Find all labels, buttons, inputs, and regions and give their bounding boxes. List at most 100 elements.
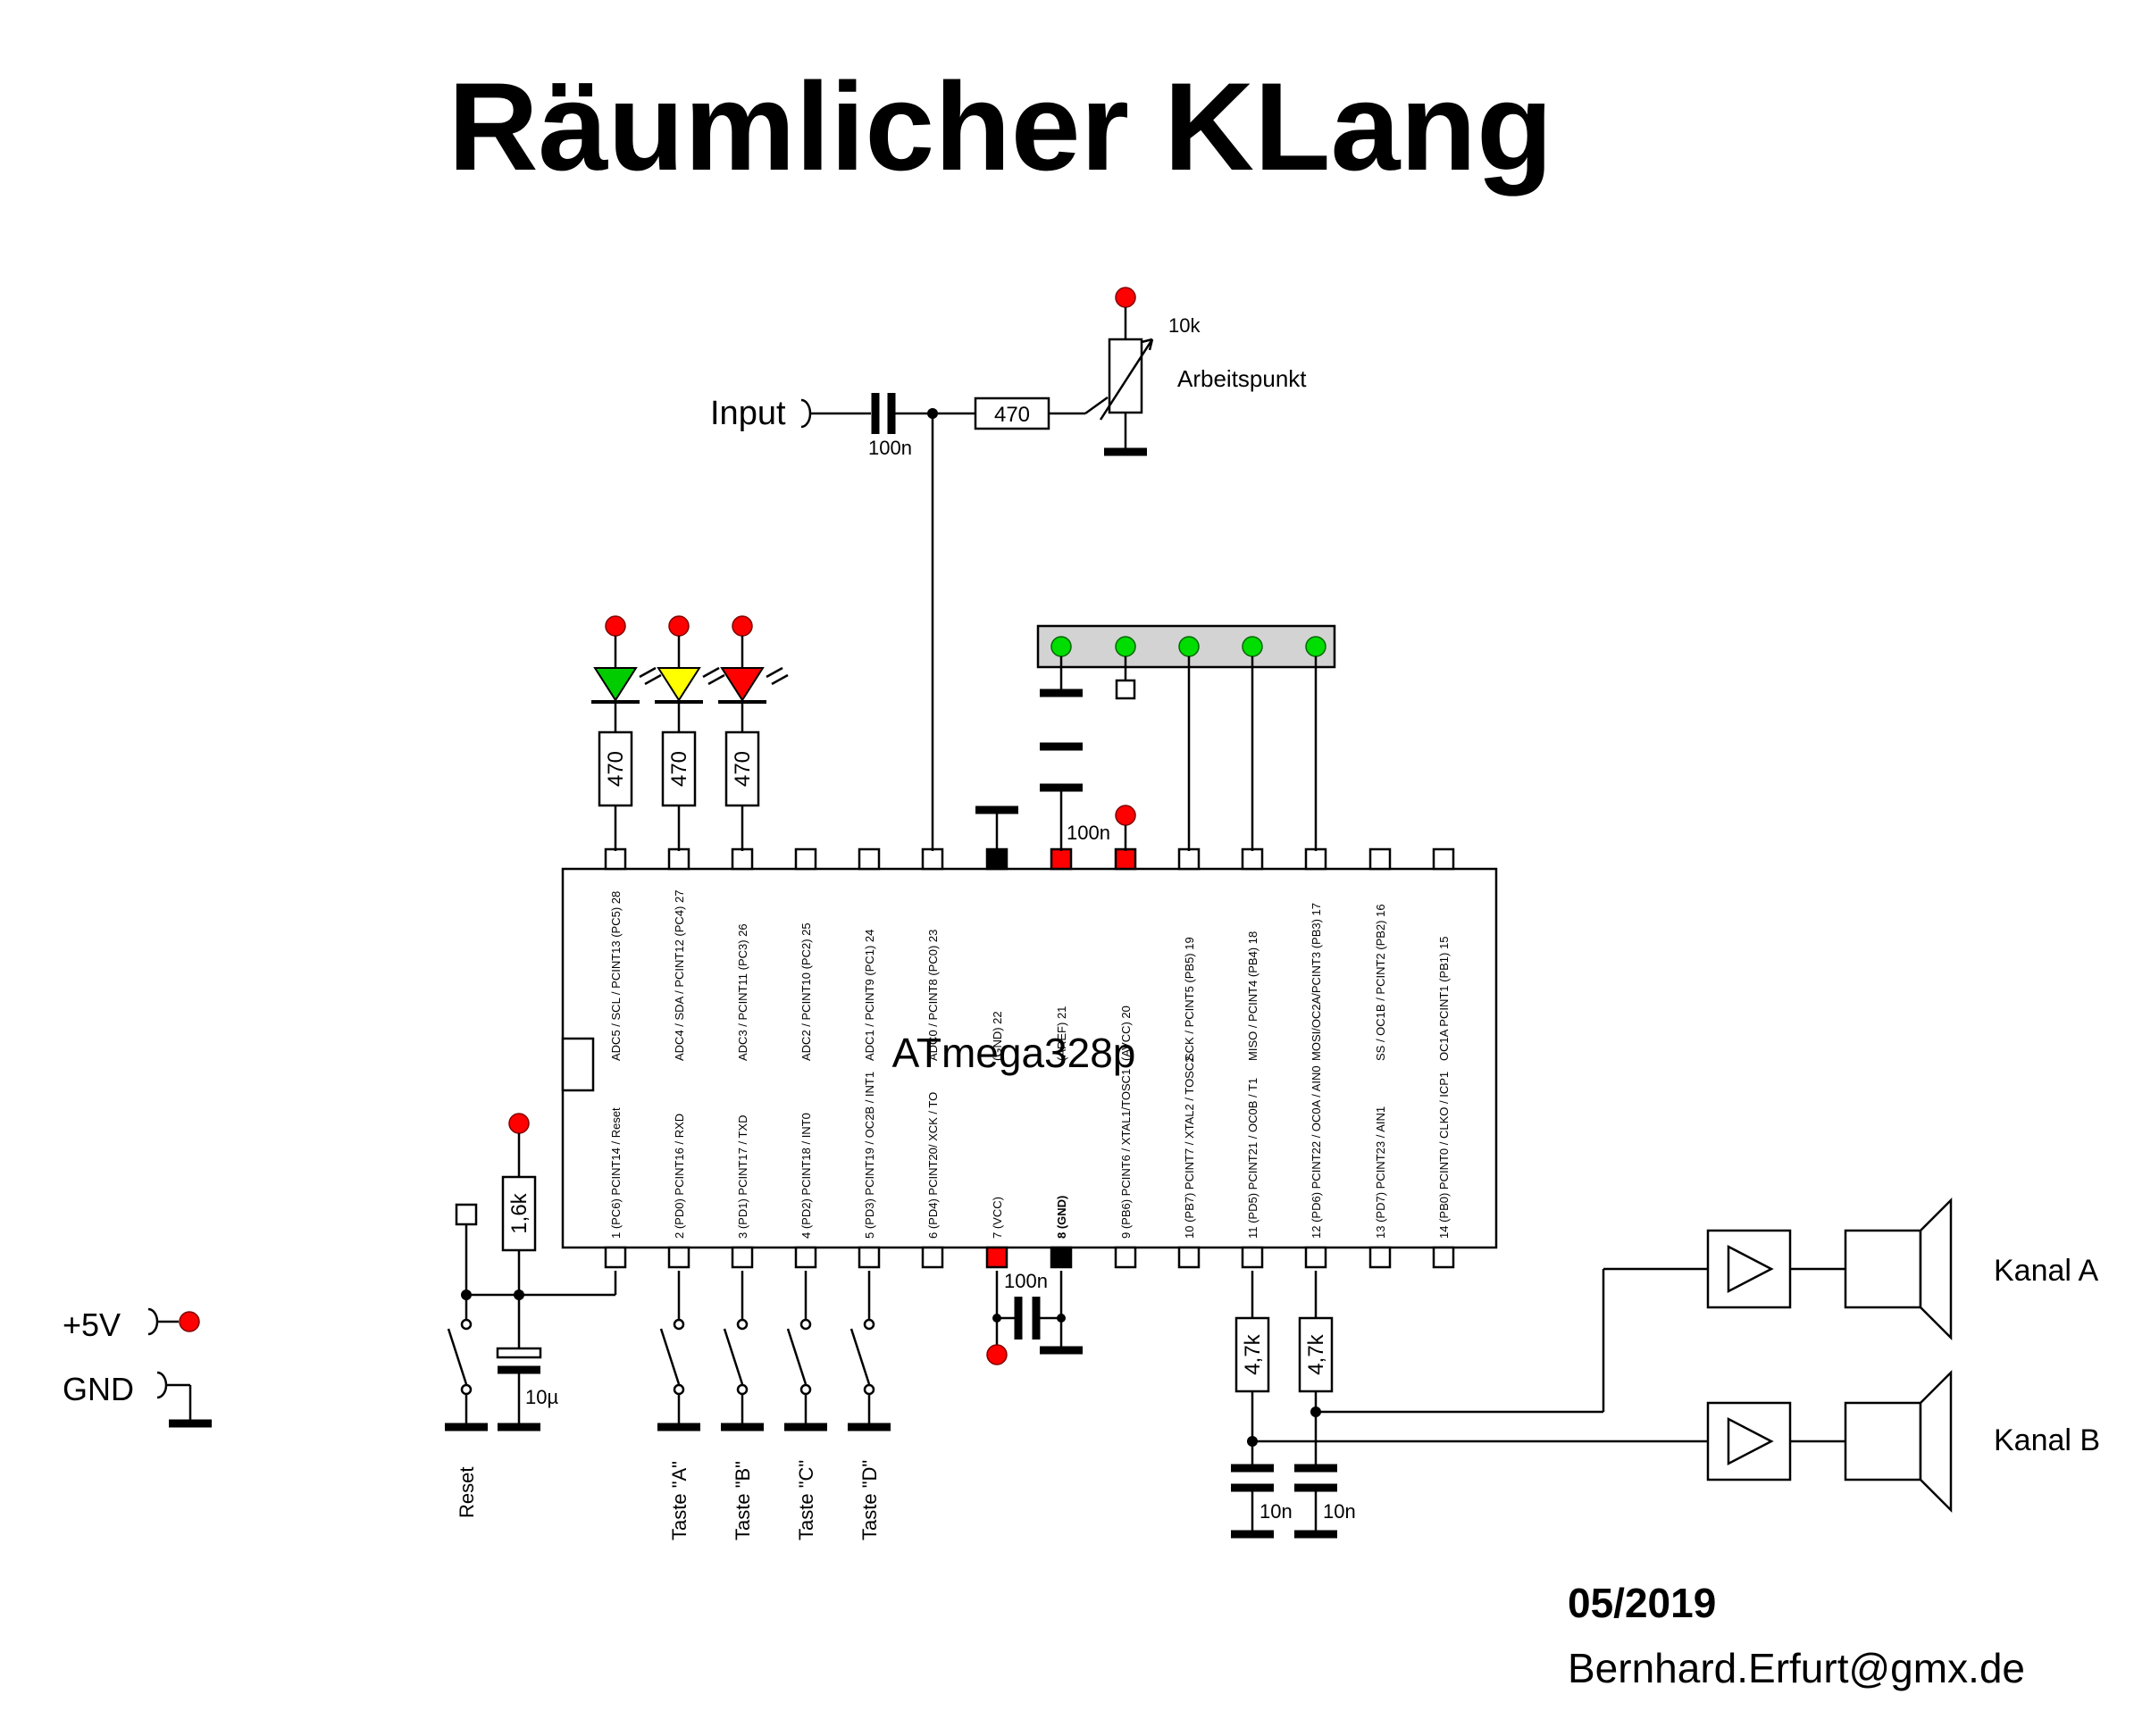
chip-bottom-pin-label: 7 (VCC)	[991, 1197, 1004, 1239]
aref-cap-value: 100n	[1067, 822, 1110, 844]
button-label: Taste "D"	[858, 1460, 881, 1540]
led-resistor-1: 470	[604, 751, 628, 787]
input-resistor-value: 470	[994, 403, 1030, 427]
chip-name: ATmega328p	[892, 1030, 1136, 1076]
chip-bottom-pin	[1050, 1246, 1073, 1269]
out-cap-2: 10n	[1323, 1500, 1356, 1523]
vcc-decoupling: 100n	[986, 1270, 1083, 1365]
chip-bottom-pins: 1 (PC6) PCINT14 / Reset 2 (PD0) PCINT16 /…	[604, 1056, 1455, 1269]
led-group: 470 470 470	[591, 615, 789, 851]
led-green: 470	[591, 615, 662, 851]
reset-label: Reset	[456, 1467, 478, 1518]
speaker-a	[1844, 1229, 1922, 1309]
chip-bottom-pin	[731, 1246, 754, 1269]
chip-bottom-pin-label: 4 (PD2) PCINT18 / INT0	[799, 1113, 813, 1239]
chip-top-pin	[1177, 847, 1201, 871]
chip-top-pin-label: (AREF) 21	[1055, 1006, 1068, 1061]
chip-top-pin	[985, 847, 1008, 871]
chip-bottom-pin-label: 8 (GND)	[1055, 1196, 1068, 1239]
button-label: Taste "A"	[668, 1461, 690, 1540]
chip-bottom-pin	[985, 1246, 1008, 1269]
chip-bottom-pin	[921, 1246, 944, 1269]
potentiometer	[1108, 338, 1143, 414]
chip-top-pin-label: (AVCC) 20	[1119, 1006, 1133, 1061]
chip-top-pin	[1114, 847, 1137, 871]
chip-bottom-pin	[1241, 1246, 1264, 1269]
chip-bottom-pin-label: 3 (PD1) PCINT17 / TXD	[736, 1115, 749, 1239]
chip-bottom-pin	[604, 1246, 627, 1269]
ground-jack	[156, 1371, 168, 1399]
led-resistor-3: 470	[731, 751, 755, 787]
chip-top-pin	[921, 847, 944, 871]
legend: +5V GND	[63, 1306, 212, 1428]
pot-value: 10k	[1168, 314, 1201, 337]
amplifier-a	[1706, 1229, 1792, 1309]
button-label: Taste "C"	[795, 1460, 817, 1540]
pot-supply-dot	[1115, 287, 1136, 308]
chip-top-pin-label: ADC1 / PCINT9 (PC1) 24	[863, 930, 876, 1061]
chip-top-pin-label: ADC5 / SCL / PCINT13 (PC5) 28	[609, 891, 623, 1061]
chip-bottom-pin-label: 9 (PB6) PCINT6 / XTAL1/TOSC1	[1119, 1069, 1133, 1239]
channel-b-label: Kanal B	[1994, 1423, 2100, 1457]
input-stage: Input 100n 470 10k Arbeitspunkt	[710, 287, 1307, 851]
footer-date: 05/2019	[1568, 1580, 1716, 1626]
chip-top-pin-label: SCK / PCINT5 (PB5) 19	[1183, 937, 1196, 1061]
chip-bottom-pin	[1304, 1246, 1327, 1269]
out-resistor-2: 4,7k	[1304, 1333, 1328, 1374]
footer-email: Bernhard.Erfurt@gmx.de	[1568, 1645, 2025, 1691]
chip-bottom-pin-label: 10 (PB7) PCINT7 / XTAL2 / TOSC2	[1183, 1056, 1196, 1239]
pot-label: Arbeitspunkt	[1177, 365, 1307, 392]
chip-top-pin-label: OC1A PCINT1 (PB1) 15	[1437, 937, 1451, 1061]
supply-jack	[147, 1307, 159, 1336]
chip-top-pin-label: ADC3 / PCINT11 (PC3) 26	[736, 923, 749, 1061]
chip-top-pin	[1241, 847, 1264, 871]
chip-top-pin-label: ADC2 / PCINT10 (PC2) 25	[799, 922, 813, 1061]
chip-top-pin	[1050, 847, 1073, 871]
chip-bottom-pin	[1177, 1246, 1201, 1269]
out-resistor-1: 4,7k	[1241, 1333, 1265, 1374]
diagram-title: Räumlicher KLang	[448, 56, 1553, 196]
chip-bottom-pin	[858, 1246, 881, 1269]
isp-header	[1036, 624, 1336, 851]
chip-bottom-pin-label: 1 (PC6) PCINT14 / Reset	[609, 1107, 623, 1239]
chip-bottom-pin	[794, 1246, 817, 1269]
led-red: 470	[718, 615, 789, 851]
chip-bottom-pin-label: 13 (PD7) PCINT23 / AIN1	[1374, 1106, 1387, 1239]
button-group: Taste "A" Taste "B" Taste "C" Taste "D"	[657, 1271, 891, 1540]
chip-bottom-pin-label: 6 (PD4) PCINT20/ XCK / TO	[926, 1092, 940, 1239]
chip-bottom-pin-label: 2 (PD0) PCINT16 / RXD	[673, 1114, 686, 1239]
chip-top-pin-label: (GND) 22	[991, 1011, 1004, 1061]
speaker-b	[1844, 1401, 1922, 1481]
chip-bottom-pin-label: 5 (PD3) PCINT19 / OC2B / INT1	[863, 1072, 876, 1239]
supply-label: +5V	[63, 1306, 121, 1343]
chip-top-pin	[858, 847, 881, 871]
chip-top-pin	[731, 847, 754, 871]
chip-top-pin	[667, 847, 690, 871]
chip-top-pin	[1304, 847, 1327, 871]
chip-top-pin-label: MISO / PCINT4 (PB4) 18	[1246, 931, 1259, 1061]
vcc-cap-value: 100n	[1004, 1270, 1048, 1292]
chip-bottom-pin	[1432, 1246, 1455, 1269]
input-jack	[800, 398, 812, 429]
channel-a-label: Kanal A	[1994, 1254, 2099, 1288]
led-yellow: 470	[655, 615, 725, 851]
reset-cap-value: 10µ	[525, 1386, 558, 1408]
chip-top-pin-label: MOSI/OC2A/PCINT3 (PB3) 17	[1310, 903, 1323, 1061]
button-label: Taste "B"	[732, 1461, 754, 1540]
chip-bottom-pin-label: 14 (PB0) PCINT0 / CLKO / ICP1	[1437, 1072, 1451, 1239]
ground-label: GND	[63, 1371, 134, 1407]
chip-bottom-pin	[667, 1246, 690, 1269]
chip-top-pin-label: ADC0 / PCINT8 (PC0) 23	[926, 930, 940, 1061]
chip-top-pin	[1368, 847, 1392, 871]
led-resistor-2: 470	[667, 751, 691, 787]
aref-cap: 100n	[1040, 742, 1110, 851]
atmega-chip: ATmega328p	[561, 867, 1498, 1249]
amplifier-b	[1706, 1401, 1792, 1481]
out-cap-1: 10n	[1259, 1500, 1293, 1523]
chip-bottom-pin	[1114, 1246, 1137, 1269]
chip-bottom-pin-label: 11 (PD5) PCINT21 / OC0B / T1	[1246, 1078, 1259, 1239]
chip-top-pin	[604, 847, 627, 871]
reset-circuit: 1,6k Reset 10µ	[445, 1113, 617, 1518]
